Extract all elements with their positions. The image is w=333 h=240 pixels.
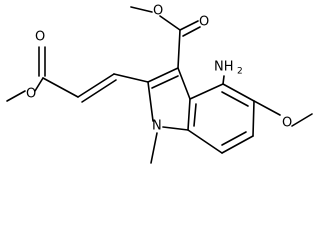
c2-c3-double-bond-a: [147, 67, 179, 83]
c2-n1-bond: [147, 81, 154, 122]
top-carbonyl-double-bond-a: [179, 20, 199, 31]
c3-c3a-bond: [177, 67, 191, 100]
chemical-structure: O O O O NH 2 O N: [6, 4, 313, 164]
top-carbonyl-to-c3-bond: [177, 29, 181, 69]
c6-c7-double-bond-a: [221, 135, 254, 154]
left-single-oxygen-label: O: [26, 87, 36, 102]
c7a-c3a-bond: [187, 98, 191, 131]
methoxy-oxygen-label: O: [282, 116, 292, 131]
left-o-carbonyl-carbon-bond: [34, 77, 44, 92]
c5-c6-bond: [252, 100, 255, 137]
top-carbonyl-double-bond-b: [182, 26, 201, 37]
methoxy-o-methyl-bond: [291, 113, 313, 127]
n1-c7a-bond: [162, 126, 189, 131]
top-carbonyl-oxygen-label: O: [199, 15, 209, 30]
top-o-carbonyl-carbon-bond: [159, 15, 181, 31]
c3a-c4-bond: [189, 83, 224, 100]
amino-subscript-label: 2: [237, 67, 243, 77]
left-carbonyl-to-vinyl-bond: [42, 77, 79, 98]
c4-c5-double-bond-a: [222, 83, 255, 102]
top-methyl-o-bond: [130, 6, 153, 13]
indole-nitrogen-label: N: [152, 119, 162, 134]
c6-c7-double-bond-b: [221, 131, 247, 146]
top-single-oxygen-label: O: [153, 4, 163, 19]
c3a-c7a-inner-double-bond: [193, 103, 197, 127]
c4-c5-double-bond-b: [221, 91, 249, 107]
vinyl-double-bond-a: [77, 73, 115, 98]
vinyl-to-indole-c2-bond: [113, 73, 149, 83]
vinyl-double-bond-b: [81, 79, 117, 103]
left-methyl-o-bond: [6, 90, 26, 102]
c4-amino-bond: [222, 75, 225, 85]
left-carbonyl-oxygen-label: O: [35, 30, 45, 45]
molecule-drawing: O O O O NH 2 O N: [6, 4, 313, 164]
c7-c7a-bond: [187, 129, 223, 154]
c2-c3-double-bond-b: [151, 75, 179, 89]
n-methyl-bond: [150, 132, 158, 164]
c5-methoxy-o-bond: [253, 100, 281, 116]
amino-group-label: NH: [214, 60, 234, 75]
